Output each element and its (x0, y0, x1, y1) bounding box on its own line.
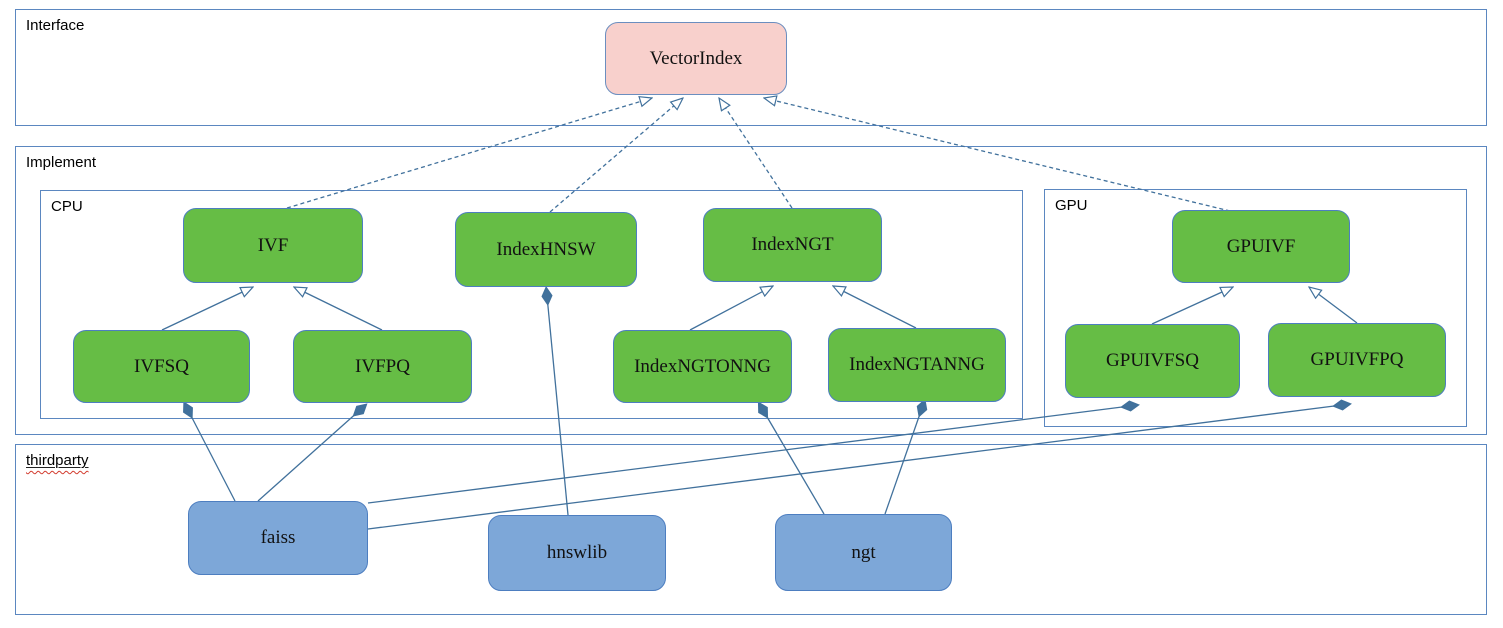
cpu-container-label: CPU (51, 198, 83, 215)
node-indexngt: IndexNGT (703, 208, 882, 282)
edge-composition-ivfpq-faiss (257, 410, 360, 502)
node-indexngt-label: IndexNGT (751, 234, 834, 255)
node-ivfpq-label: IVFPQ (355, 355, 410, 377)
node-indexhnsw: IndexHNSW (455, 212, 637, 287)
node-hnswlib-label: hnswlib (546, 542, 608, 563)
node-ivfsq-label: IVFSQ (134, 355, 189, 377)
edge-generalization-gpuivfsq-gpuivf (1151, 287, 1233, 325)
edge-generalization-gpuivfpq-gpuivf (1309, 287, 1358, 324)
node-indexngtonng-label: IndexNGTONNG (634, 355, 771, 377)
node-indexngtonng: IndexNGTONNG (613, 330, 792, 403)
node-hnswlib: hnswlib (488, 515, 666, 591)
edge-generalization-ivfpq-ivf (294, 287, 383, 331)
node-vectorindex: VectorIndex (605, 22, 787, 95)
node-ivf-label: IVF (257, 234, 289, 256)
edge-realization-ivf-vectorindex (286, 98, 652, 209)
implement-container-label: Implement (26, 154, 97, 171)
node-ivfsq: IVFSQ (73, 330, 250, 403)
node-faiss-label: faiss (260, 527, 296, 548)
node-ngt-label: ngt (851, 541, 876, 563)
node-gpuivfsq: GPUIVFSQ (1065, 324, 1240, 398)
node-gpuivfsq-label: GPUIVFSQ (1106, 350, 1199, 371)
edge-realization-gpuivf-vectorindex (764, 98, 1231, 212)
thirdparty-container-label: thirdparty (26, 452, 89, 469)
edge-composition-indexhnsw-hnswlib (547, 296, 569, 516)
interface-container: Interface (15, 9, 1487, 126)
node-ngt: ngt (775, 514, 952, 591)
thirdparty-container: thirdparty (15, 444, 1487, 615)
node-vectorindex-label: VectorIndex (649, 47, 743, 69)
gpu-container-label: GPU (1055, 197, 1088, 214)
edge-generalization-indexngtanng-indexngt (833, 286, 917, 329)
node-faiss: faiss (188, 501, 368, 575)
node-ivf: IVF (183, 208, 363, 283)
node-indexngtanng: IndexNGTANNG (828, 328, 1006, 402)
node-indexhnsw-label: IndexHNSW (496, 238, 596, 260)
node-gpuivfpq: GPUIVFPQ (1268, 323, 1446, 397)
edge-realization-indexhnsw-vectorindex (549, 98, 683, 213)
interface-container-label: Interface (26, 17, 85, 34)
edge-generalization-indexngtonng-indexngt (689, 286, 773, 331)
edge-composition-indexngtonng-ngt (763, 410, 825, 515)
node-gpuivf: GPUIVF (1172, 210, 1350, 283)
edge-realization-indexngt-vectorindex (719, 98, 793, 209)
node-ivfpq: IVFPQ (293, 330, 472, 403)
node-indexngtanng-label: IndexNGTANNG (849, 354, 985, 375)
node-gpuivf-label: GPUIVF (1226, 235, 1296, 257)
edge-composition-gpuivfsq-faiss (367, 406, 1130, 504)
edge-generalization-ivfsq-ivf (161, 287, 253, 331)
cpu-container: CPU (40, 190, 1023, 419)
edge-composition-gpuivfpq-faiss (367, 405, 1342, 530)
edge-composition-ivfsq-faiss (188, 410, 236, 502)
node-gpuivfpq-label: GPUIVFPQ (1310, 349, 1404, 370)
thirdparty-container-label-text: thirdparty (26, 452, 89, 469)
gpu-container: GPU (1044, 189, 1467, 427)
